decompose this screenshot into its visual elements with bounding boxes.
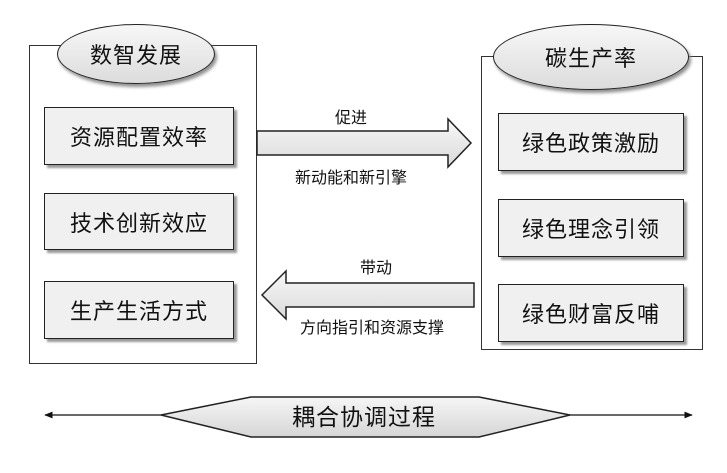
- arrow-left-top-label: 带动: [360, 258, 393, 277]
- arrow-right-top-label: 促进: [335, 108, 368, 127]
- right-item-green-wealth: 绿色财富反哺: [498, 284, 684, 342]
- left-item-resource-allocation: 资源配置效率: [44, 107, 234, 165]
- arrow-right-bottom-label: 新动能和新引擎: [295, 168, 408, 187]
- right-item-green-concept: 绿色理念引领: [498, 199, 684, 257]
- left-item-tech-innovation: 技术创新效应: [44, 193, 234, 250]
- left-panel-title: 数智发展: [57, 24, 215, 84]
- right-panel-title: 碳生产率: [493, 24, 689, 90]
- process-diamond: [160, 396, 571, 438]
- arrow-right-shape: [256, 117, 473, 169]
- arrow-left-shape: [260, 269, 475, 321]
- right-item-green-policy: 绿色政策激励: [498, 113, 684, 171]
- left-item-lifestyle: 生产生活方式: [44, 281, 234, 339]
- process-label: 耦合协调过程: [292, 405, 436, 431]
- arrow-left-bottom-label: 方向指引和资源支撑: [300, 318, 445, 337]
